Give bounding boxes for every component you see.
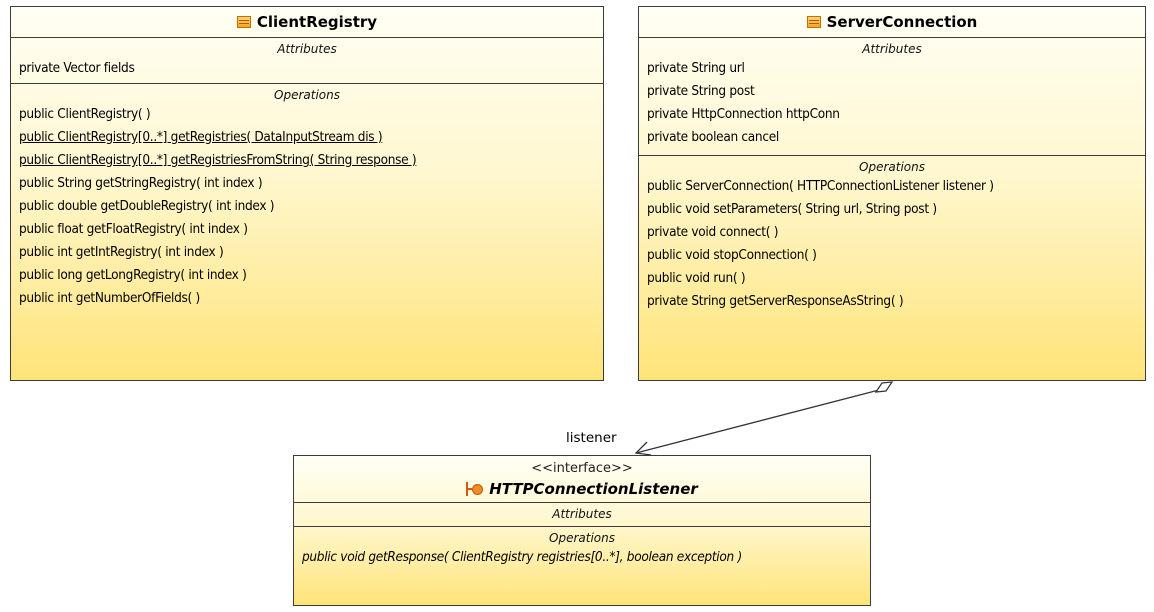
attributes-title: Attributes (552, 507, 612, 521)
operation-item[interactable]: public void run( ) (647, 270, 746, 286)
operation-item[interactable]: public int getNumberOfFields( ) (19, 290, 200, 306)
aggregation-diamond-icon (874, 381, 894, 393)
operations-compartment: Operations public ServerConnection( HTTP… (639, 156, 1145, 313)
operations-title: Operations (274, 88, 340, 102)
aggregation-connector[interactable] (634, 381, 894, 456)
attributes-title: Attributes (862, 42, 922, 56)
operation-item[interactable]: public void setParameters( String url, S… (647, 201, 937, 217)
operation-item[interactable]: public float getFloatRegistry( int index… (19, 221, 248, 237)
attributes-compartment: Attributes private String url private St… (639, 38, 1145, 156)
attributes-compartment: Attributes (294, 503, 870, 527)
attributes-compartment: Attributes private Vector fields (11, 38, 603, 84)
association-role-label: listener (566, 430, 617, 446)
operation-item[interactable]: public ClientRegistry( ) (19, 106, 151, 122)
operations-compartment: Operations public ClientRegistry( ) publ… (11, 84, 603, 310)
attribute-item[interactable]: private String post (647, 83, 755, 99)
operations-compartment: Operations public void getResponse( Clie… (294, 527, 870, 569)
operation-item-static[interactable]: public ClientRegistry[0..*] getRegistrie… (19, 129, 383, 145)
class-server-connection[interactable]: ServerConnection Attributes private Stri… (638, 6, 1146, 381)
operation-item-abstract[interactable]: public void getResponse( ClientRegistry … (302, 549, 742, 565)
operations-title: Operations (549, 531, 615, 545)
attribute-item[interactable]: private String url (647, 60, 745, 76)
operations-title: Operations (859, 160, 925, 174)
operation-item[interactable]: public double getDoubleRegistry( int ind… (19, 198, 275, 214)
operation-item[interactable]: private String getServerResponseAsString… (647, 293, 904, 309)
class-icon (806, 16, 821, 28)
operation-item[interactable]: public ServerConnection( HTTPConnectionL… (647, 178, 994, 194)
class-header: ClientRegistry (11, 7, 603, 38)
attributes-title: Attributes (277, 42, 337, 56)
attribute-item[interactable]: private HttpConnection httpConn (647, 106, 840, 122)
attribute-item[interactable]: private boolean cancel (647, 129, 779, 145)
navigation-arrowhead-icon (634, 441, 652, 456)
interface-stereotype: <<interface>> (531, 461, 633, 476)
operation-item[interactable]: public int getIntRegistry( int index ) (19, 244, 224, 260)
operation-item[interactable]: public long getLongRegistry( int index ) (19, 267, 247, 283)
interface-http-connection-listener[interactable]: <<interface>> HTTPConnectionListener Att… (293, 455, 871, 606)
class-client-registry[interactable]: ClientRegistry Attributes private Vector… (10, 6, 604, 381)
interface-name: HTTPConnectionListener (489, 480, 698, 498)
interface-lollipop-icon (466, 482, 484, 496)
class-name: ClientRegistry (256, 13, 378, 31)
class-icon (236, 16, 251, 28)
operation-item[interactable]: public String getStringRegistry( int ind… (19, 175, 263, 191)
class-name: ServerConnection (826, 13, 978, 31)
interface-header: <<interface>> HTTPConnectionListener (294, 456, 870, 503)
class-header: ServerConnection (639, 7, 1145, 38)
operation-item-static[interactable]: public ClientRegistry[0..*] getRegistrie… (19, 152, 417, 168)
attribute-item[interactable]: private Vector fields (19, 60, 135, 76)
operation-item[interactable]: public void stopConnection( ) (647, 247, 817, 263)
operation-item[interactable]: private void connect( ) (647, 224, 779, 240)
